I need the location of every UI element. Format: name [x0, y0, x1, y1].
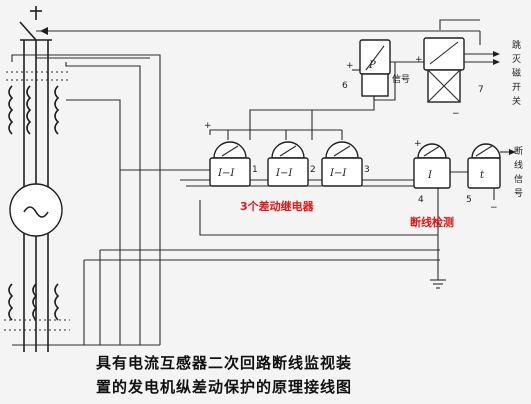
arrow-icon [493, 51, 500, 57]
trip-label-c2: 灭 [512, 54, 521, 65]
arrow-icon [40, 27, 48, 35]
svg-text:+: + [414, 139, 422, 149]
trip-label-c5: 关 [512, 95, 521, 107]
caption-line-1: 具有电流互感器二次回路断线监视装 [96, 354, 352, 372]
relay-6: P 6 信号 [342, 39, 410, 97]
svg-text:3: 3 [364, 165, 370, 175]
generator [9, 183, 63, 237]
annotation-diff-relays: 3个差动继电器 [240, 199, 315, 213]
svg-text:I: I [427, 170, 433, 181]
arrow-icon [509, 149, 516, 155]
diff-relay-3: I−I 3 [321, 141, 370, 187]
break-label-c3: 信 [514, 173, 523, 185]
svg-text:P: P [368, 60, 376, 71]
trip-label-c1: 跳 [512, 39, 521, 51]
break-label-c4: 号 [514, 188, 523, 199]
svg-text:I−I: I−I [275, 168, 293, 179]
svg-text:t: t [480, 170, 485, 181]
break-signal-label: 断 线 信 号 [514, 145, 523, 199]
secondary-wiring [11, 54, 446, 346]
diff-relay-1: I−I 1 [209, 141, 258, 187]
svg-text:I−I: I−I [217, 168, 235, 179]
arrow-icon [493, 59, 500, 65]
relay-7: 7 − [423, 37, 500, 119]
trip-label: 跳 灭 磁 开 关 [512, 39, 521, 107]
relay-4: + I 4 [413, 139, 468, 205]
svg-text:4: 4 [418, 195, 424, 205]
svg-text:−: − [490, 203, 498, 213]
dc-rails: + + + [204, 19, 480, 140]
ct-top-group [6, 71, 70, 135]
svg-text:+: + [346, 61, 354, 71]
trip-label-c3: 磁 [512, 67, 521, 79]
break-label-c2: 线 [514, 159, 523, 171]
svg-text:5: 5 [466, 195, 472, 205]
svg-text:信号: 信号 [392, 73, 410, 85]
svg-text:+: + [415, 55, 423, 65]
annotation-break-detect: 断线检测 [410, 215, 454, 229]
ct-bottom-group [4, 283, 70, 331]
svg-text:I−I: I−I [329, 168, 347, 179]
svg-text:1: 1 [252, 165, 258, 175]
caption-line-2: 置的发电机纵差动保护的原理接线图 [96, 378, 352, 396]
svg-text:6: 6 [342, 81, 348, 91]
svg-text:−: − [452, 109, 460, 119]
relay-5: t 5 − [466, 143, 516, 213]
svg-text:+: + [204, 121, 212, 131]
trip-label-c4: 开 [512, 82, 521, 93]
svg-text:2: 2 [310, 165, 316, 175]
break-label-c1: 断 [514, 145, 523, 157]
diff-relay-2: I−I 2 [267, 141, 316, 187]
svg-text:7: 7 [478, 85, 484, 95]
